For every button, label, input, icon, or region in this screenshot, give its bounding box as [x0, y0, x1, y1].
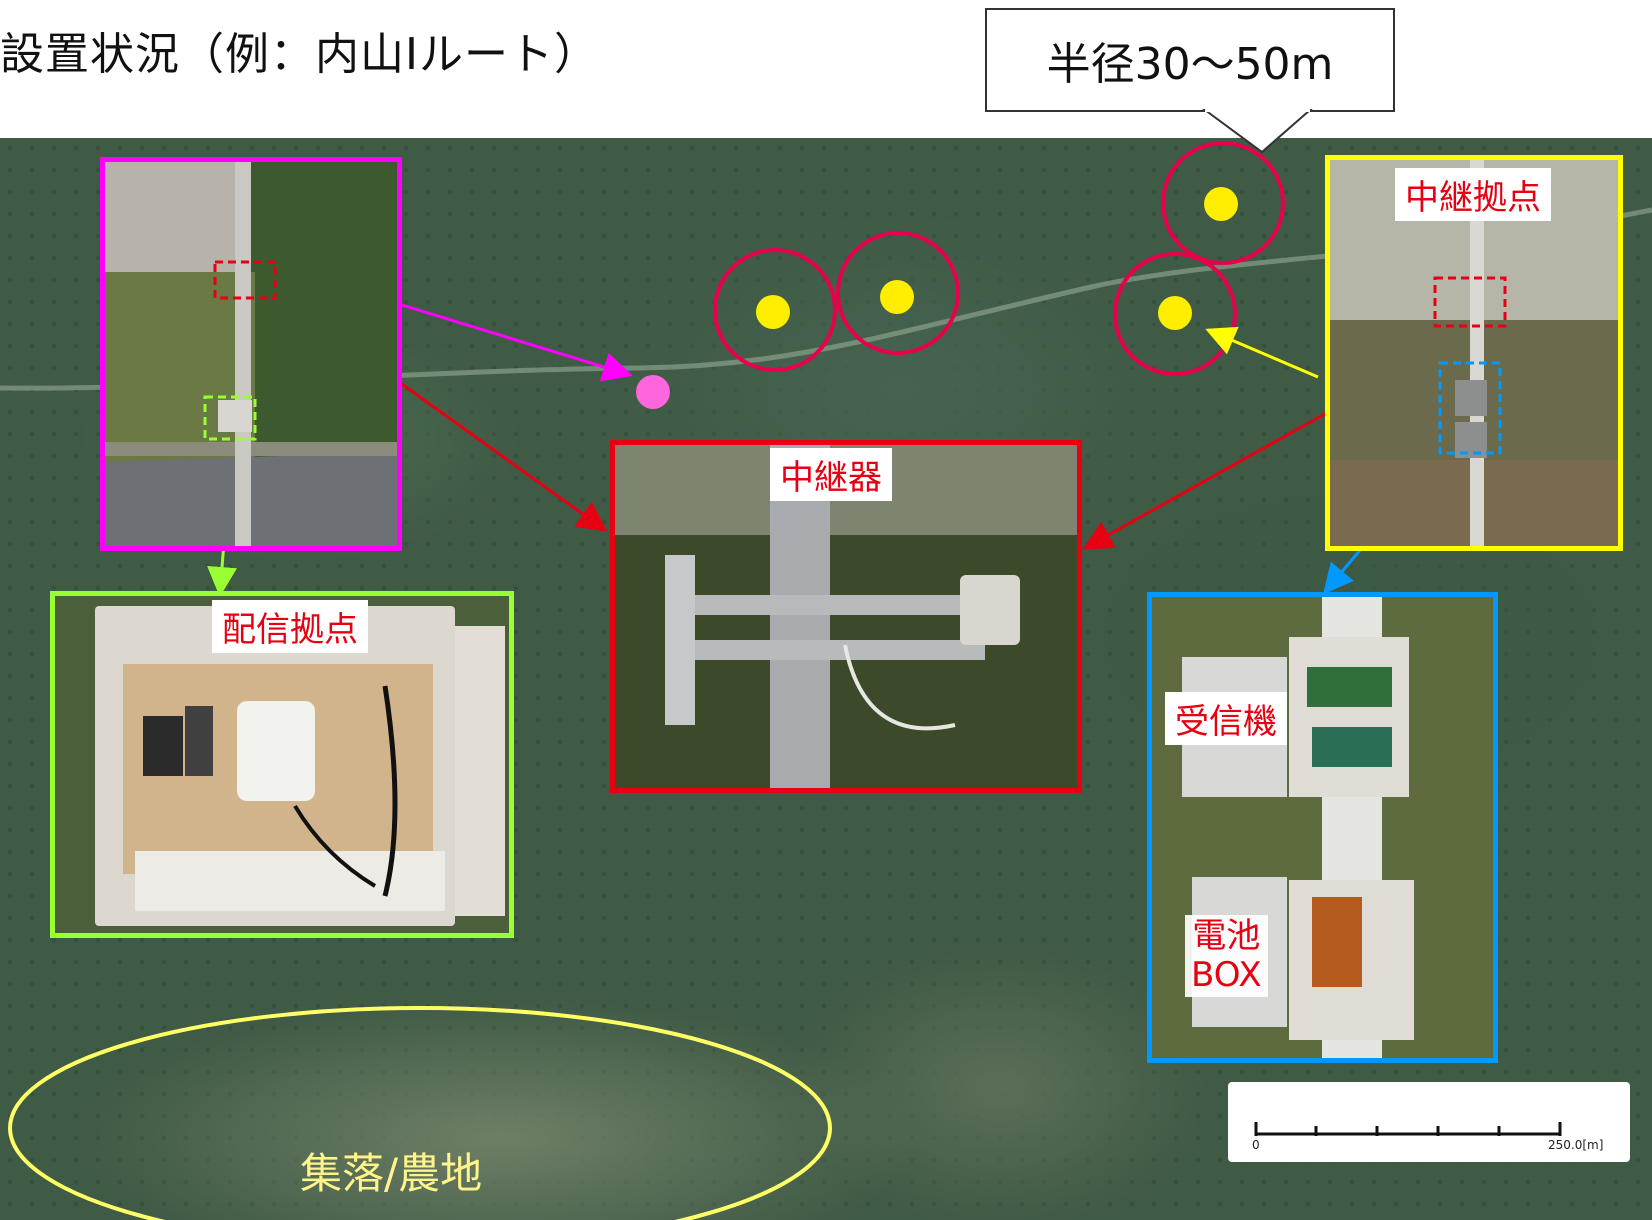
receiver-marker [756, 295, 790, 329]
settlement-ellipse [8, 1006, 832, 1220]
arrow-magenta-icon [401, 303, 633, 382]
distribution-box-scene [55, 596, 509, 933]
relay-base-scene [1330, 160, 1618, 546]
scale-max-label: 250.0[m] [1548, 1138, 1604, 1152]
scale-bar-graphic [1254, 1122, 1562, 1136]
coverage-circle [836, 231, 960, 355]
photo-relay-base [1325, 155, 1623, 551]
coverage-circle [1161, 141, 1285, 265]
label-repeater: 中継器 [770, 448, 892, 501]
page-title: 設置状況（例：内山Ⅰルート） [0, 29, 599, 80]
coverage-circle [713, 248, 837, 372]
repeater-scene [615, 445, 1077, 788]
photo-distribution-box [50, 591, 514, 938]
arrow-yellow-icon [1205, 326, 1319, 379]
settlement-label: 集落/農地 [300, 1149, 483, 1198]
label-distribution-base: 配信拠点 [212, 600, 368, 653]
scale-bar: 0 250.0[m] [1228, 1082, 1630, 1162]
distribution-marker [636, 375, 670, 409]
receiver-marker [880, 280, 914, 314]
photo-utility-pole [100, 157, 402, 551]
label-receiver: 受信機 [1165, 692, 1287, 745]
label-battery-line1: 電池 [1192, 916, 1261, 956]
receiver-marker [1158, 296, 1192, 330]
label-battery-box: 電池 BOX [1185, 915, 1268, 998]
scale-min-label: 0 [1252, 1138, 1260, 1152]
receiver-marker [1204, 187, 1238, 221]
callout-tail [1201, 109, 1313, 154]
utility-pole-scene [105, 162, 397, 546]
label-relay-base: 中継拠点 [1395, 168, 1551, 221]
label-battery-line2: BOX [1191, 955, 1262, 996]
coverage-circle [1113, 252, 1237, 376]
radius-callout-text: 半径30～50m [1046, 39, 1334, 90]
radius-callout: 半径30～50m [985, 8, 1395, 112]
photo-repeater [610, 440, 1082, 793]
